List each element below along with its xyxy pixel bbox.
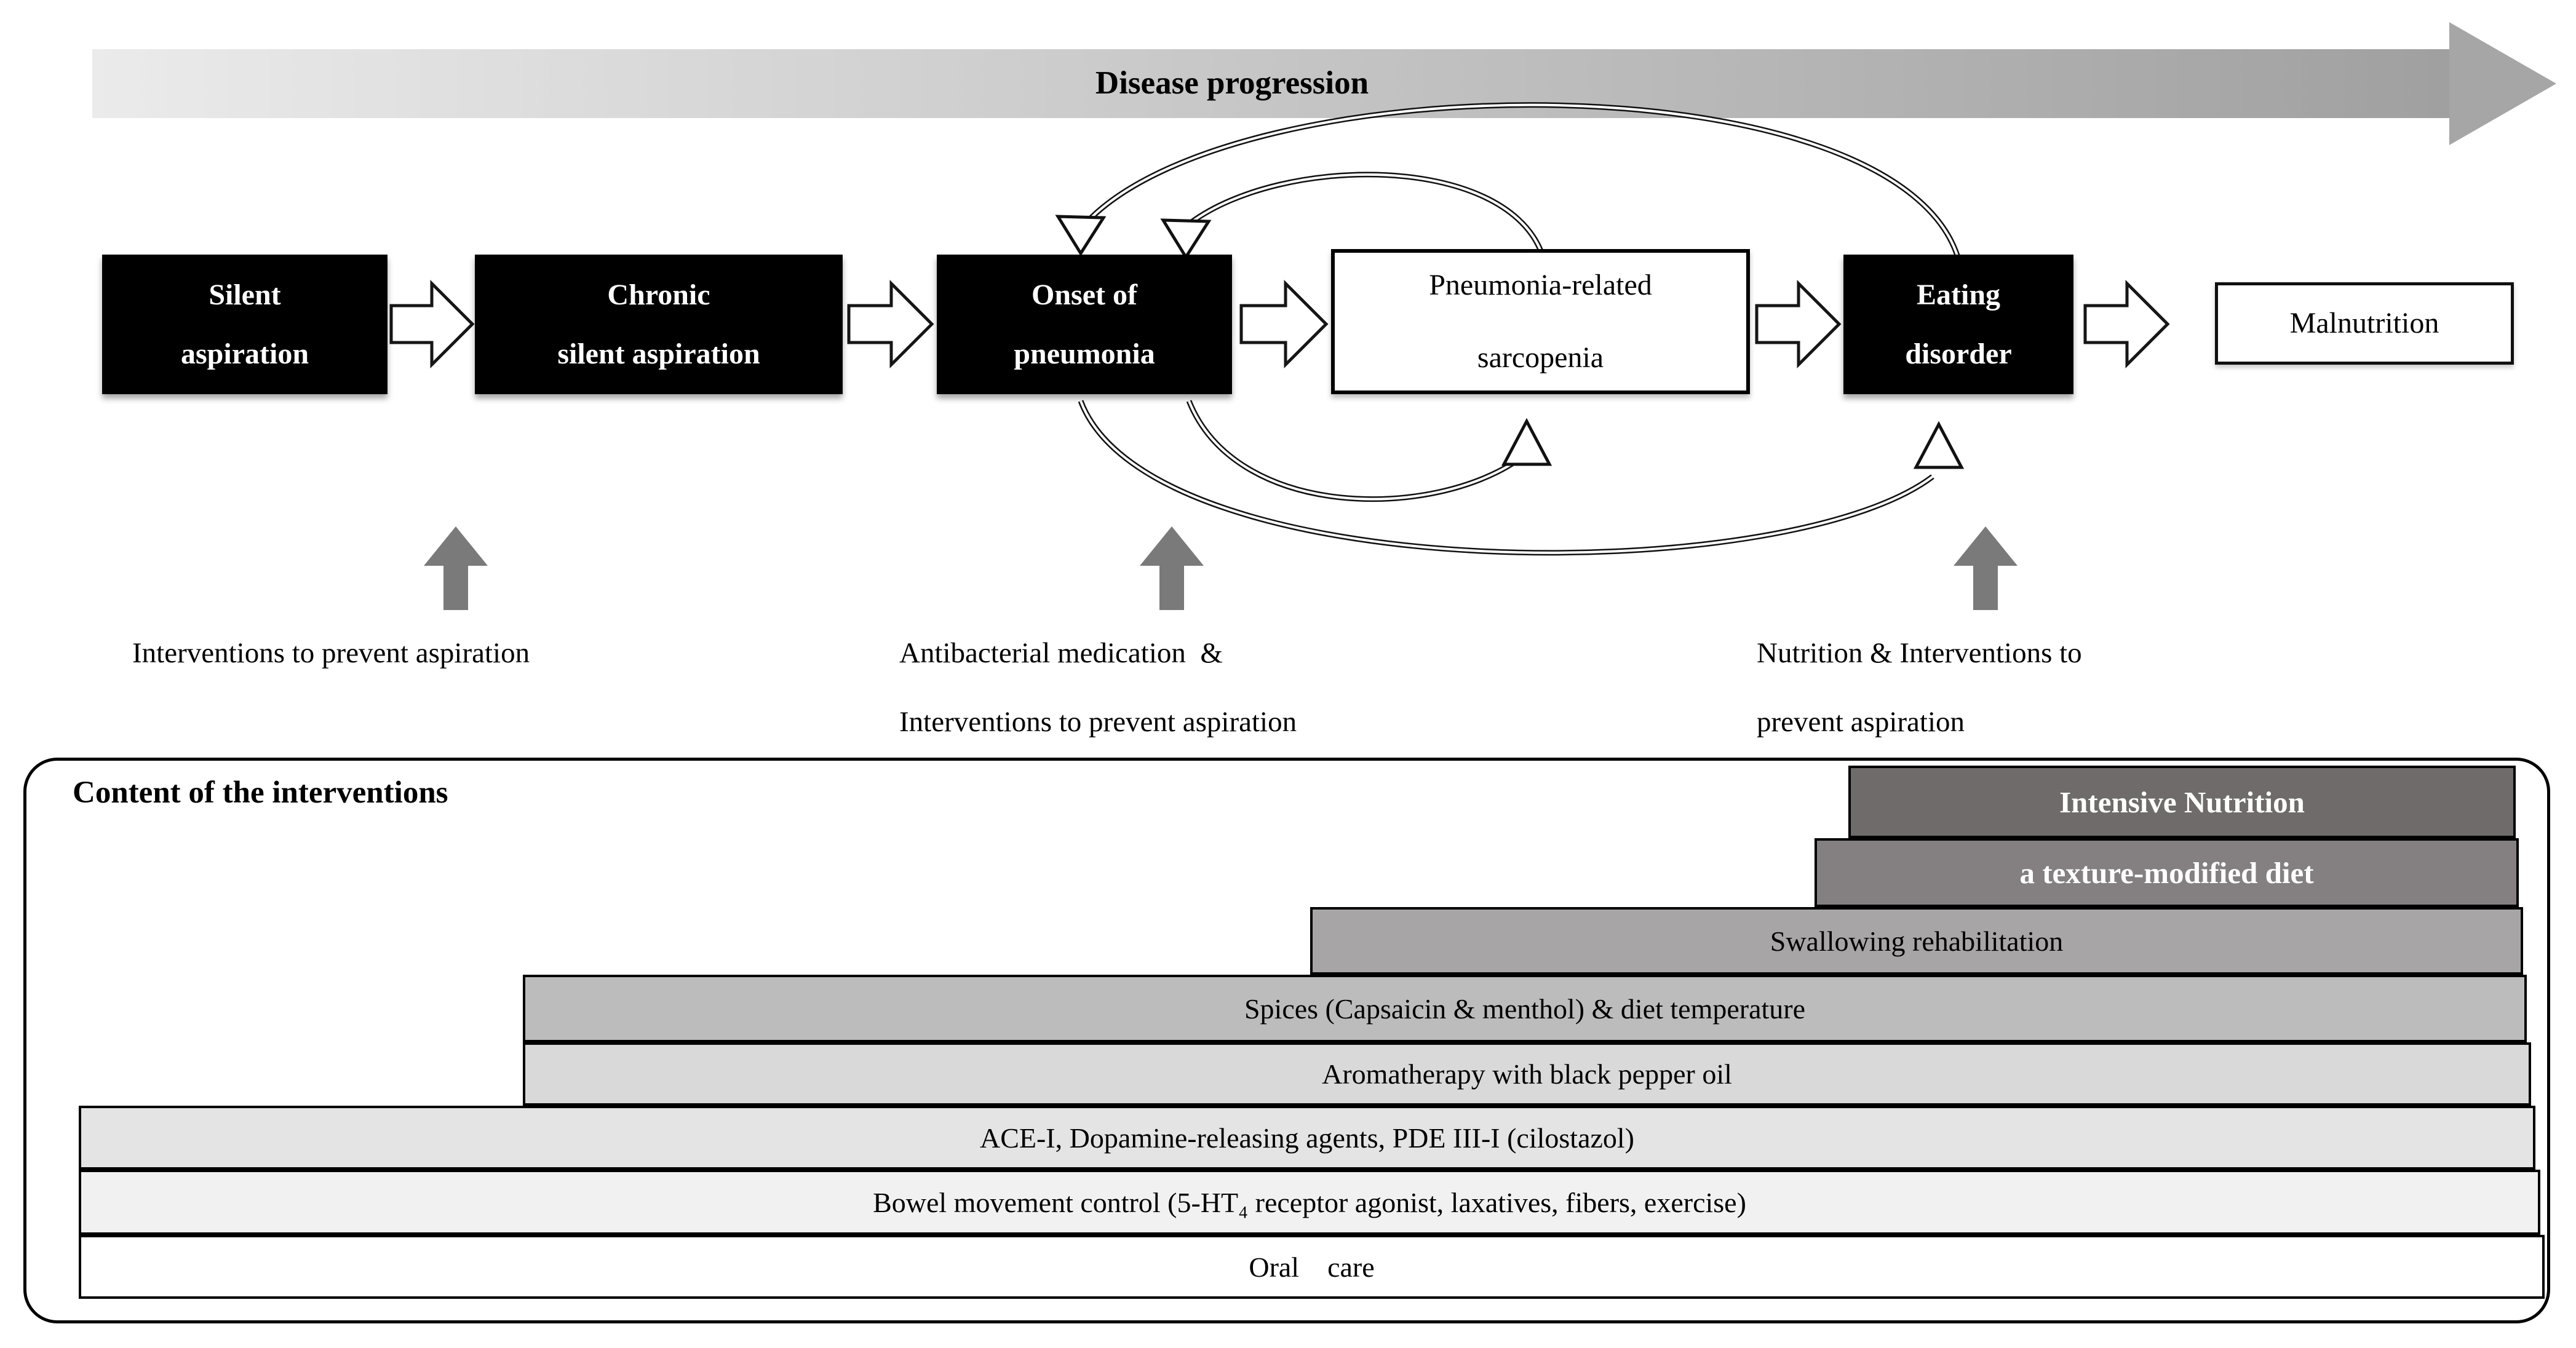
box-line: disorder bbox=[1905, 337, 2012, 370]
arc-sarcopenia-to-onset-inner bbox=[1190, 173, 1542, 252]
bar-label: ACE-I, Dopamine-releasing agents, PDE II… bbox=[979, 1122, 1635, 1154]
bar-label: Bowel movement control (5-HT₄ receptor a… bbox=[873, 1186, 1746, 1218]
box-line: Silent bbox=[209, 278, 281, 311]
bar-label: Aromatherapy with black pepper oil bbox=[1322, 1058, 1732, 1090]
box-line: sarcopenia bbox=[1477, 341, 1604, 374]
flow-box-malnutrition: Malnutrition bbox=[2215, 282, 2514, 365]
feedback-arcs bbox=[1078, 102, 1962, 556]
arc-arrowhead-up-icon bbox=[1501, 418, 1552, 466]
arc-arrowhead-up-icon bbox=[1913, 421, 1965, 469]
box-line: Onset of bbox=[1032, 278, 1137, 311]
label-line: Antibacterial medication & bbox=[899, 637, 1223, 669]
intervention-bar-swallowing-rehabilitation: Swallowing rehabilitation bbox=[1310, 907, 2523, 975]
disease-progression-label: Disease progression bbox=[1095, 65, 1369, 101]
arc-arrowhead-down-icon bbox=[1055, 215, 1107, 256]
label-line: prevent aspiration bbox=[1757, 706, 1965, 738]
arc-eating-to-onset bbox=[1085, 102, 1962, 263]
flow-arrow-icon bbox=[847, 279, 934, 369]
arc-arrowhead-down-icon bbox=[1160, 218, 1212, 260]
bar-label: Oral care bbox=[1249, 1251, 1375, 1283]
arc-onset-to-sarcopenia-inner bbox=[1188, 400, 1522, 501]
bar-label: Intensive Nutrition bbox=[2059, 785, 2305, 819]
label-nutrition-interventions: Nutrition & Interventions to prevent asp… bbox=[1757, 619, 2082, 756]
intervention-bar-ace-i-dopamine-pde: ACE-I, Dopamine-releasing agents, PDE II… bbox=[79, 1106, 2535, 1170]
arc-sarcopenia-to-onset bbox=[1189, 172, 1544, 252]
intervention-bar-intensive-nutrition: Intensive Nutrition bbox=[1848, 766, 2516, 838]
progression-arrow-head bbox=[2449, 22, 2556, 145]
intervention-up-arrow-icon bbox=[1954, 526, 2017, 610]
flow-arrows bbox=[389, 279, 2170, 369]
intervention-arrows bbox=[424, 526, 2017, 610]
feedback-arc-heads bbox=[1055, 215, 1965, 469]
intervention-up-arrow-icon bbox=[1140, 526, 1204, 610]
box-line: Chronic bbox=[607, 278, 710, 311]
arc-onset-to-eating bbox=[1078, 400, 1934, 556]
bar-label: Swallowing rehabilitation bbox=[1770, 925, 2064, 957]
flow-box-onset-of-pneumonia: Onset of pneumonia bbox=[937, 255, 1232, 394]
bar-label: a texture-modified diet bbox=[2019, 855, 2314, 890]
label-antibacterial-medication: Antibacterial medication & Interventions… bbox=[899, 619, 1297, 756]
progression-arrow-body bbox=[92, 49, 2449, 118]
box-line: pneumonia bbox=[1014, 337, 1155, 370]
intervention-bar-aromatherapy: Aromatherapy with black pepper oil bbox=[523, 1042, 2531, 1106]
bar-label: Spices (Capsaicin & menthol) & diet temp… bbox=[1244, 993, 1806, 1025]
intervention-up-arrow-icon bbox=[424, 526, 488, 610]
flow-arrow-icon bbox=[389, 279, 475, 369]
flow-box-pneumonia-related-sarcopenia: Pneumonia-related sarcopenia bbox=[1331, 249, 1750, 394]
flow-arrow-icon bbox=[1239, 279, 1329, 369]
flow-box-eating-disorder: Eating disorder bbox=[1843, 255, 2073, 394]
interventions-panel-title: Content of the interventions bbox=[73, 775, 448, 810]
label-line: Nutrition & Interventions to bbox=[1757, 637, 2082, 669]
flow-box-chronic-silent-aspiration: Chronic silent aspiration bbox=[475, 255, 843, 394]
box-line: Eating bbox=[1916, 278, 2001, 311]
box-line: aspiration bbox=[180, 337, 309, 370]
flow-arrow-icon bbox=[1755, 279, 1842, 369]
box-line: silent aspiration bbox=[557, 337, 760, 370]
intervention-bar-bowel-movement-control: Bowel movement control (5-HT₄ receptor a… bbox=[79, 1170, 2540, 1235]
box-line: Malnutrition bbox=[2289, 307, 2439, 339]
flow-box-silent-aspiration: Silent aspiration bbox=[102, 255, 388, 394]
intervention-bar-texture-modified-diet: a texture-modified diet bbox=[1815, 838, 2519, 907]
label-line: Interventions to prevent aspiration bbox=[899, 706, 1297, 738]
arc-eating-to-onset-inner bbox=[1086, 103, 1960, 262]
intervention-bar-oral-care: Oral care bbox=[79, 1235, 2545, 1299]
box-line: Pneumonia-related bbox=[1429, 269, 1652, 301]
label-line: Interventions to prevent aspiration bbox=[132, 637, 530, 669]
disease-progression-arrow-icon bbox=[92, 22, 2556, 145]
label-interventions-prevent-aspiration: Interventions to prevent aspiration bbox=[132, 619, 530, 688]
flow-arrow-icon bbox=[2083, 279, 2170, 369]
intervention-bar-spices-diet-temperature: Spices (Capsaicin & menthol) & diet temp… bbox=[523, 975, 2527, 1042]
arc-onset-to-eating-inner bbox=[1079, 400, 1934, 554]
